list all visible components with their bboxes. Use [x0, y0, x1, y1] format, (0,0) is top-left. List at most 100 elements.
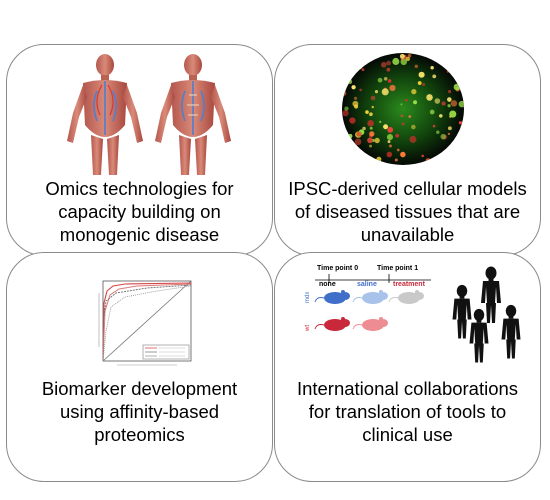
- cell-speck: [436, 162, 439, 165]
- cell-speck: [386, 60, 391, 66]
- cell-speck: [342, 86, 346, 91]
- fluorescence-micrograph: [342, 53, 464, 165]
- saline-label: saline: [357, 281, 377, 288]
- cell-speck: [454, 140, 459, 145]
- cell-speck: [422, 83, 426, 86]
- cell-speck: [420, 53, 423, 55]
- cell-speck: [432, 124, 436, 128]
- cell-speck: [386, 151, 393, 158]
- cell-speck: [367, 120, 374, 127]
- panel-omics-caption: Omics technologies for capacity building…: [45, 178, 234, 245]
- cell-speck: [408, 115, 412, 118]
- cell-speck: [360, 55, 368, 63]
- cell-speck: [365, 110, 369, 114]
- cell-speck: [417, 81, 422, 85]
- cell-speck: [351, 56, 356, 61]
- cell-speck: [447, 89, 452, 94]
- cell-speck: [353, 66, 356, 70]
- child-silhouette: [481, 266, 501, 323]
- wt-row-label: wt: [305, 325, 311, 332]
- treatment-label: treatment: [393, 281, 426, 288]
- cell-speck: [394, 158, 398, 162]
- cell-speck: [429, 109, 435, 115]
- panel-omics: Omics technologies for capacity building…: [6, 44, 273, 256]
- cell-speck: [369, 144, 373, 148]
- cell-speck: [369, 126, 373, 130]
- anatomy-figure-back: [155, 54, 231, 175]
- panel-collab: Time point 0 Time point 1 none saline tr…: [274, 252, 541, 482]
- cell-speck: [342, 90, 347, 96]
- anatomy-figure-front: [67, 54, 143, 175]
- anatomy-illustration: [67, 54, 231, 175]
- cell-speck: [351, 66, 356, 71]
- cell-speck: [374, 137, 380, 144]
- study-timeline-illustration: Time point 0 Time point 1 none saline tr…: [305, 265, 521, 363]
- cell-speck: [351, 85, 356, 90]
- cell-speck: [367, 137, 373, 144]
- cell-speck: [449, 115, 452, 118]
- cell-speck: [459, 81, 463, 84]
- cell-speck: [355, 63, 363, 70]
- cell-speck: [383, 124, 389, 130]
- cell-speck: [387, 126, 394, 133]
- cell-speck: [447, 104, 451, 108]
- cell-speck: [389, 84, 396, 92]
- cell-speck: [381, 88, 389, 96]
- cell-speck: [411, 124, 416, 130]
- cell-speck: [351, 59, 355, 63]
- cell-speck: [414, 64, 418, 69]
- cell-speck: [421, 154, 424, 158]
- cell-speck: [413, 100, 418, 105]
- cell-speck: [447, 97, 452, 102]
- cell-speck: [354, 138, 362, 146]
- cell-speck: [441, 101, 446, 106]
- cell-speck: [396, 148, 400, 152]
- cell-speck: [400, 114, 404, 118]
- mouse-icon: [352, 290, 388, 304]
- cell-speck: [426, 53, 430, 57]
- time-point-1-label: Time point 1: [377, 265, 418, 272]
- cell-speck: [342, 65, 347, 70]
- cell-speck: [362, 126, 366, 131]
- cell-speck: [409, 135, 417, 143]
- roc-curve-thumbnail: [87, 263, 195, 367]
- cell-speck: [447, 132, 451, 135]
- cell-speck: [447, 126, 452, 131]
- cell-speck: [453, 83, 461, 91]
- cell-speck: [399, 53, 405, 59]
- cell-speck: [369, 112, 373, 117]
- child-silhouette: [452, 284, 472, 339]
- cell-speck: [349, 117, 356, 124]
- cell-speck: [377, 77, 383, 83]
- panel-collab-caption: International collaborations for transla…: [296, 378, 519, 445]
- cell-speck: [411, 89, 417, 95]
- cell-speck: [379, 120, 382, 124]
- cell-speck: [370, 95, 376, 101]
- cell-speck: [347, 79, 353, 85]
- cell-speck: [418, 71, 425, 78]
- cell-speck: [374, 53, 380, 56]
- cell-speck: [400, 151, 406, 158]
- cell-speck: [395, 133, 400, 138]
- cell-speck: [425, 158, 431, 164]
- child-silhouette: [501, 304, 521, 359]
- cell-speck: [352, 100, 359, 107]
- cell-speck: [405, 56, 411, 62]
- cell-speck: [458, 100, 464, 108]
- cell-speck: [450, 100, 458, 107]
- cell-speck: [460, 125, 464, 129]
- cell-speck: [387, 79, 392, 83]
- cell-speck: [455, 139, 463, 146]
- cell-speck: [426, 94, 433, 101]
- child-silhouette: [469, 308, 489, 363]
- cell-speck: [461, 53, 464, 56]
- cell-speck: [400, 103, 403, 106]
- panel-biomarker: Biomarker development using affinity-bas…: [6, 252, 273, 482]
- time-point-0-label: Time point 0: [317, 265, 358, 272]
- cell-speck: [387, 140, 391, 144]
- cell-speck: [371, 105, 374, 109]
- mouse-icon: [352, 317, 388, 331]
- cell-speck: [359, 61, 365, 67]
- cell-speck: [376, 156, 382, 162]
- cell-speck: [407, 53, 412, 58]
